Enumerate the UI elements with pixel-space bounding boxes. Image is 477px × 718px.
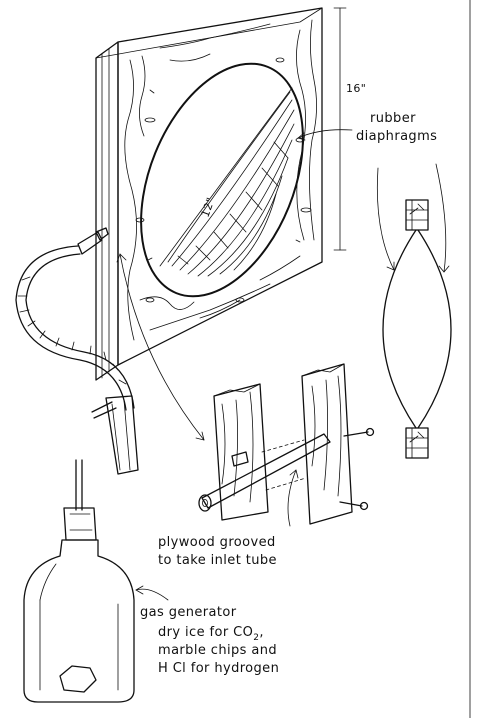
hose-assembly: [15, 227, 139, 511]
cross-section: [376, 163, 452, 459]
wood-grain: [124, 19, 317, 341]
diaphragm-shading: [167, 91, 295, 277]
gas-label-line1: gas generator: [140, 605, 237, 620]
gas-leader: [135, 588, 169, 601]
rubber-leader: [297, 129, 353, 139]
gas-label-line2: dry ice for CO2,: [158, 625, 264, 643]
plywood-label-line2: to take inlet tube: [158, 553, 277, 568]
plywood-leader: [287, 469, 297, 527]
rubber-label-line1: rubber: [370, 111, 416, 126]
gas-bottle: [23, 507, 135, 703]
height-label: 16": [346, 82, 366, 95]
diameter-label: 12": [199, 196, 218, 219]
gas-label-line4: H Cl for hydrogen: [158, 661, 279, 676]
gas-label-line3: marble chips and: [158, 643, 277, 658]
height-dimension: 16": [333, 7, 366, 251]
wooden-frame: [95, 7, 323, 381]
detail-arrow: [119, 253, 205, 441]
plywood-detail: [198, 363, 375, 525]
plywood-label-line1: plywood grooved: [158, 535, 276, 550]
rubber-label-line2: diaphragms: [356, 129, 437, 144]
